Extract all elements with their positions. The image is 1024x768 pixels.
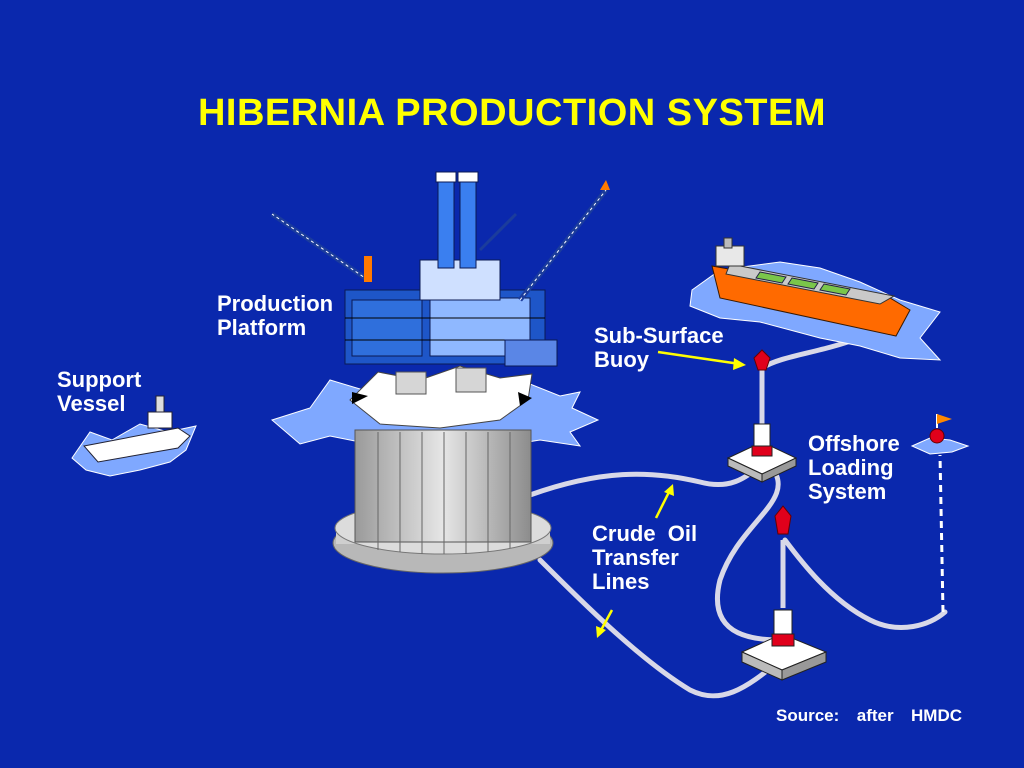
sub-surface-buoy-label: Sub-Surface Buoy [594,323,724,372]
crude-oil-transfer-lines-label: Crude Oil Transfer Lines [592,521,698,594]
shuttle-tanker-illustration [689,237,942,361]
support-vessel-label: Support Vessel [57,367,142,416]
production-platform-illustration [270,171,610,367]
loading-base-lower [740,505,828,681]
loading-base-upper [726,423,798,483]
label-arrows [596,350,746,638]
offshore-loading-buoy-icon [910,414,970,455]
crude-oil-transfer-lines [527,307,948,699]
source-credit: Source: after HMDC [776,706,963,725]
offshore-loading-system-label: Offshore Loading System [808,431,900,504]
sub-surface-buoy-icon [753,349,771,371]
support-vessel-illustration [71,395,197,477]
mooring-line [938,454,945,613]
gravity-base-structure [332,365,554,574]
page-title: HIBERNIA PRODUCTION SYSTEM [197,92,827,134]
production-platform-label: Production Platform [217,291,334,340]
